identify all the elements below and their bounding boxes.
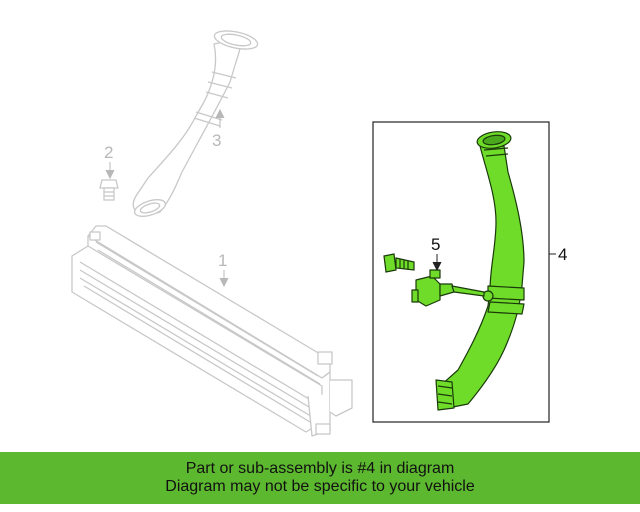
sensor-part-5 [411, 269, 485, 307]
callout-1: 1 [218, 251, 227, 270]
sensor-bolt [383, 253, 415, 273]
callout-5-leader [432, 254, 442, 272]
info-banner: Part or sub-assembly is #4 in diagram Di… [0, 452, 640, 504]
bolt-part-2 [99, 179, 119, 201]
banner-line-1: Part or sub-assembly is #4 in diagram [185, 460, 455, 477]
callout-3: 3 [212, 131, 221, 150]
callout-2: 2 [104, 143, 113, 162]
parts-diagram: 3 2 1 4 [71, 30, 567, 437]
intake-pipe-part [132, 30, 259, 217]
callout-5: 5 [431, 235, 440, 254]
charge-pipe-part-4 [435, 131, 525, 411]
callout-4: 4 [558, 245, 567, 264]
highlight-box [372, 121, 550, 423]
callout-3-leader [215, 108, 225, 128]
callout-2-leader [105, 162, 115, 180]
intercooler-part [71, 225, 353, 437]
banner-line-2: Diagram may not be specific to your vehi… [165, 478, 475, 495]
callout-1-leader [219, 270, 229, 288]
